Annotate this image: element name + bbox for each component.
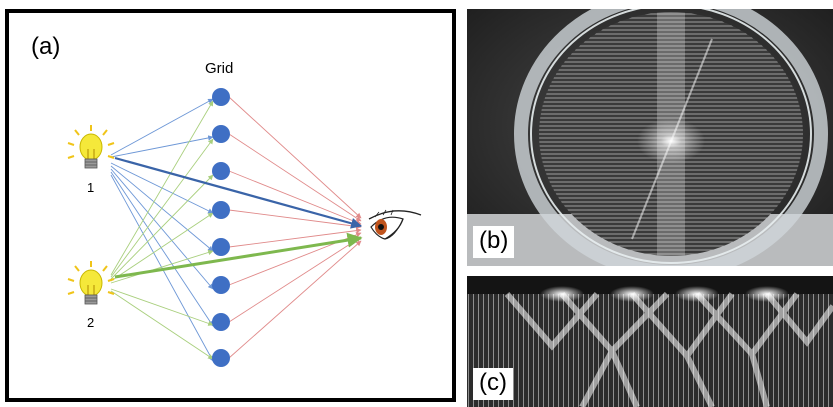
panel-a-diagram: (a) Grid 1 2 <box>5 9 456 402</box>
panel-c-label: (c) <box>473 368 513 400</box>
grid-node <box>212 125 230 143</box>
rays-grid-to-eye <box>228 96 362 359</box>
grid-node <box>212 238 230 256</box>
rays-source-2 <box>110 100 214 360</box>
panel-b-label: (b) <box>473 226 515 258</box>
source-2-label: 2 <box>87 315 95 330</box>
panel-c-photo: (c) <box>467 276 833 407</box>
light-bulb-icon <box>67 125 115 169</box>
light-bulb-icon <box>67 261 115 305</box>
circular-grid-image <box>467 9 833 266</box>
eye-icon <box>368 209 422 240</box>
grid-node <box>212 276 230 294</box>
grid-node <box>212 201 230 219</box>
grid-label: Grid <box>205 60 234 77</box>
source-1-label: 1 <box>87 180 95 195</box>
linear-grid-image <box>467 276 833 407</box>
direct-ray-source-2 <box>114 232 363 279</box>
rays-source-1 <box>110 98 214 362</box>
grid-node <box>212 88 230 106</box>
grid-node <box>212 313 230 331</box>
panel-a-label: (a) <box>31 33 61 60</box>
grid-nodes <box>212 88 230 367</box>
panel-b-photo: (b) <box>467 9 833 266</box>
grid-node <box>212 349 230 367</box>
diagram-svg <box>67 88 422 367</box>
grid-node <box>212 162 230 180</box>
direct-ray-source-1 <box>114 156 363 229</box>
